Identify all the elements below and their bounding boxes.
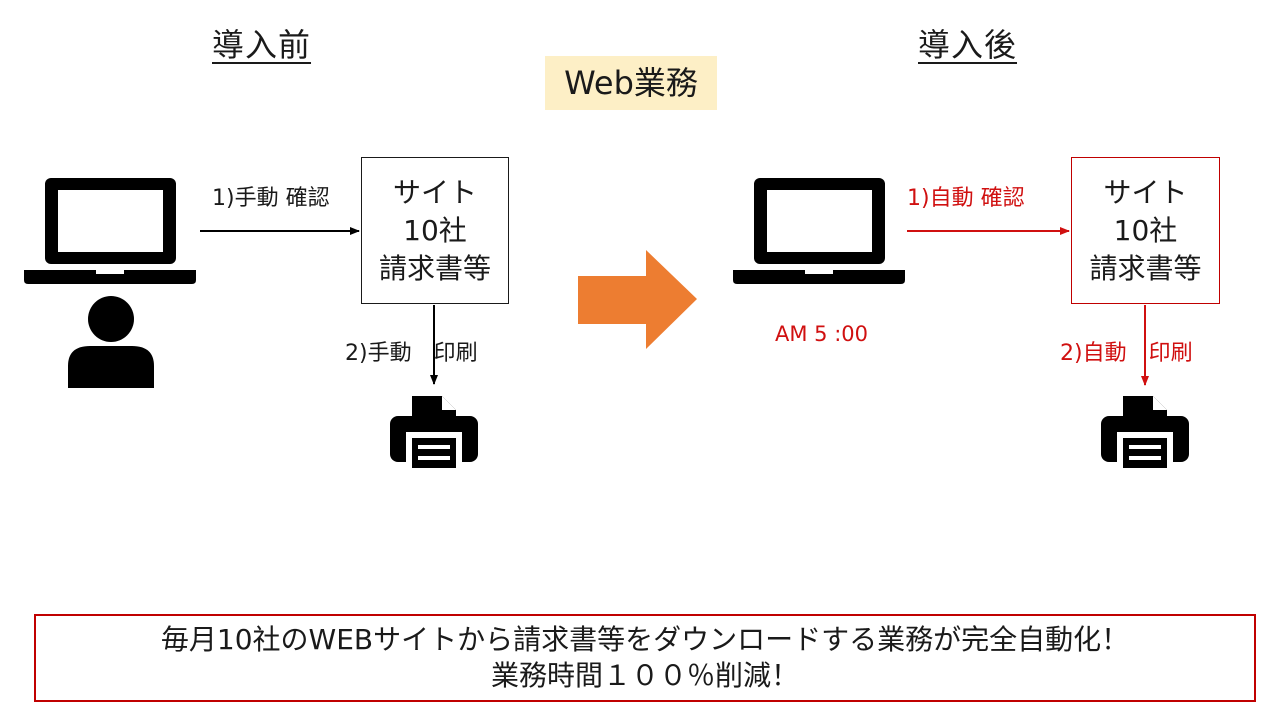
summary-line-2: 業務時間１００％削減！ xyxy=(490,659,799,692)
box-line-site: サイト xyxy=(1103,175,1188,209)
transition-arrow xyxy=(578,250,697,349)
person-icon xyxy=(68,296,154,388)
summary-line-1: 毎月10社のWEBサイトから請求書等をダウンロードする業務が完全自動化！ xyxy=(160,623,1130,656)
site-box-after: サイト 10社 請求書等 xyxy=(1071,157,1220,304)
schedule-time-label: AM 5 :00 xyxy=(775,322,868,346)
before-step1-label: 1)手動 確認 xyxy=(212,186,330,211)
before-step2-label: 2)手動 印刷 xyxy=(345,341,478,366)
printer-icon-after xyxy=(1101,396,1189,474)
site-box-before: サイト 10社 請求書等 xyxy=(361,157,509,304)
laptop-icon-after xyxy=(733,178,905,284)
after-step2-label: 2)自動 印刷 xyxy=(1060,341,1193,366)
before-heading: 導入前 xyxy=(212,26,312,64)
box-line-invoices: 請求書等 xyxy=(1089,251,1202,285)
web-task-badge: Web業務 xyxy=(545,56,717,110)
box-line-count: 10社 xyxy=(403,213,467,247)
printer-icon-before xyxy=(390,396,478,474)
summary-box: 毎月10社のWEBサイトから請求書等をダウンロードする業務が完全自動化！ 業務時… xyxy=(34,614,1256,702)
after-step1-label: 1)自動 確認 xyxy=(907,186,1025,211)
after-heading: 導入後 xyxy=(918,26,1018,64)
laptop-icon-before xyxy=(24,178,196,284)
box-line-site: サイト xyxy=(392,175,477,209)
box-line-count: 10社 xyxy=(1113,213,1178,247)
box-line-invoices: 請求書等 xyxy=(378,251,491,285)
